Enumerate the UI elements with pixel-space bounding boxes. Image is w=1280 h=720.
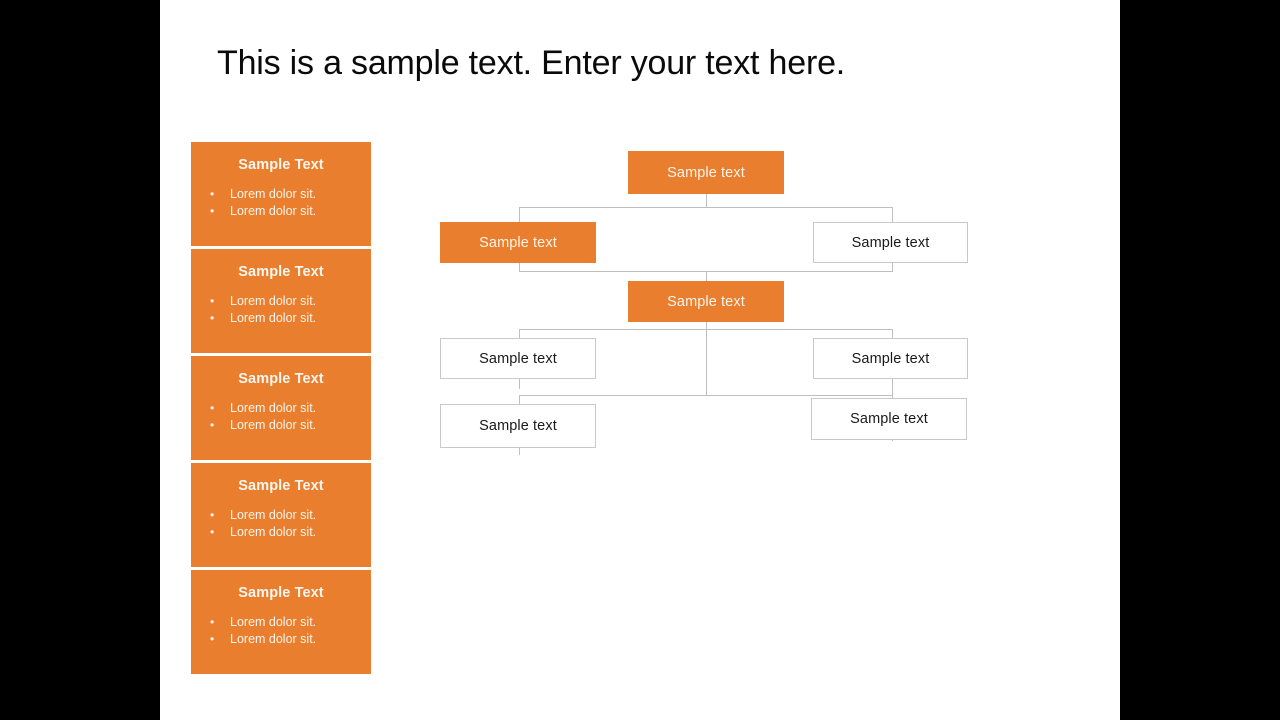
list-item: • Lorem dolor sit. [207, 293, 316, 310]
connector-line [706, 329, 707, 395]
org-node-3-label: Sample text [851, 234, 930, 251]
left-panel-1-title: Sample Text [238, 157, 324, 173]
connector-line [706, 322, 707, 330]
bullet-icon: • [210, 632, 215, 646]
org-node-6[interactable]: Sample text [813, 338, 968, 379]
org-node-2-label: Sample text [479, 234, 557, 251]
list-item-label: Lorem dolor sit. [230, 311, 317, 325]
left-panel-2[interactable]: Sample Text • Lorem dolor sit. • Lorem d… [191, 249, 371, 353]
bullet-icon: • [210, 187, 215, 201]
list-item: • Lorem dolor sit. [207, 186, 316, 203]
left-panel-2-bullets: • Lorem dolor sit. • Lorem dolor sit. [207, 293, 316, 327]
org-node-5[interactable]: Sample text [440, 338, 596, 379]
org-node-5-label: Sample text [479, 350, 557, 367]
list-item-label: Lorem dolor sit. [230, 418, 317, 432]
list-item-label: Lorem dolor sit. [230, 401, 317, 415]
slide-canvas: This is a sample text. Enter your text h… [160, 0, 1120, 720]
connector-line [519, 395, 893, 396]
list-item-label: Lorem dolor sit. [230, 525, 317, 539]
org-node-8[interactable]: Sample text [811, 398, 967, 440]
bullet-icon: • [210, 525, 215, 539]
org-node-1[interactable]: Sample text [628, 151, 784, 194]
list-item-label: Lorem dolor sit. [230, 187, 317, 201]
left-panel-4-title: Sample Text [238, 478, 324, 494]
page-title: This is a sample text. Enter your text h… [217, 44, 846, 82]
letterbox-bar-left [0, 0, 160, 720]
org-chart: Sample text Sample text Sample text Samp… [440, 140, 1070, 470]
bullet-icon: • [210, 294, 215, 308]
list-item-label: Lorem dolor sit. [230, 632, 317, 646]
list-item: • Lorem dolor sit. [207, 400, 316, 417]
left-panel-3-bullets: • Lorem dolor sit. • Lorem dolor sit. [207, 400, 316, 434]
bullet-icon: • [210, 311, 215, 325]
left-panel-5[interactable]: Sample Text • Lorem dolor sit. • Lorem d… [191, 570, 371, 674]
left-panel-1[interactable]: Sample Text • Lorem dolor sit. • Lorem d… [191, 142, 371, 246]
list-item-label: Lorem dolor sit. [230, 615, 317, 629]
list-item: • Lorem dolor sit. [207, 310, 316, 327]
list-item: • Lorem dolor sit. [207, 203, 316, 220]
list-item: • Lorem dolor sit. [207, 614, 316, 631]
left-panel-3-title: Sample Text [238, 371, 324, 387]
list-item: • Lorem dolor sit. [207, 507, 316, 524]
org-node-7-label: Sample text [479, 418, 557, 434]
list-item-label: Lorem dolor sit. [230, 204, 317, 218]
connector-line [706, 194, 707, 208]
org-node-1-label: Sample text [667, 164, 745, 181]
left-panel-stack: Sample Text • Lorem dolor sit. • Lorem d… [191, 142, 371, 674]
org-node-4[interactable]: Sample text [628, 281, 784, 322]
org-node-7[interactable]: Sample text [440, 404, 596, 448]
list-item-label: Lorem dolor sit. [230, 294, 317, 308]
left-panel-5-title: Sample Text [238, 585, 324, 601]
list-item-label: Lorem dolor sit. [230, 508, 317, 522]
list-item: • Lorem dolor sit. [207, 417, 316, 434]
left-panel-5-bullets: • Lorem dolor sit. • Lorem dolor sit. [207, 614, 316, 648]
list-item: • Lorem dolor sit. [207, 631, 316, 648]
org-node-4-label: Sample text [667, 293, 745, 310]
connector-line [519, 207, 893, 208]
org-node-3[interactable]: Sample text [813, 222, 968, 263]
org-node-8-label: Sample text [850, 411, 928, 427]
left-panel-4[interactable]: Sample Text • Lorem dolor sit. • Lorem d… [191, 463, 371, 567]
bullet-icon: • [210, 418, 215, 432]
bullet-icon: • [210, 204, 215, 218]
left-panel-1-bullets: • Lorem dolor sit. • Lorem dolor sit. [207, 186, 316, 220]
org-node-6-label: Sample text [851, 350, 930, 367]
bullet-icon: • [210, 615, 215, 629]
list-item: • Lorem dolor sit. [207, 524, 316, 541]
left-panel-4-bullets: • Lorem dolor sit. • Lorem dolor sit. [207, 507, 316, 541]
bullet-icon: • [210, 508, 215, 522]
letterbox-bar-right [1120, 0, 1280, 720]
org-node-2[interactable]: Sample text [440, 222, 596, 263]
bullet-icon: • [210, 401, 215, 415]
left-panel-3[interactable]: Sample Text • Lorem dolor sit. • Lorem d… [191, 356, 371, 460]
left-panel-2-title: Sample Text [238, 264, 324, 280]
